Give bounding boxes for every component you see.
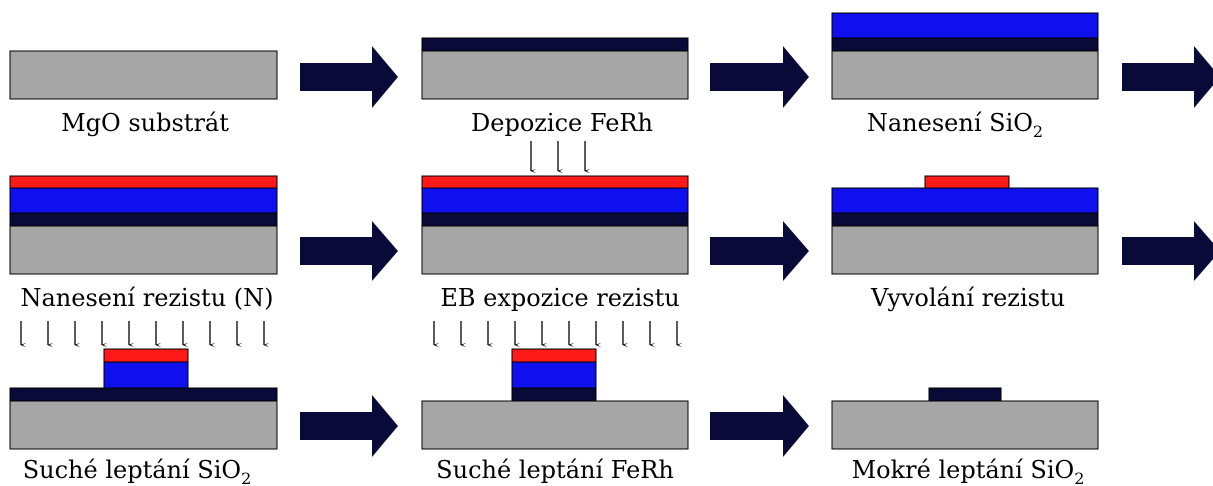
- process-arrows: [300, 46, 1213, 457]
- process-arrow-2-3: [710, 46, 809, 108]
- step-3-label: Nanesení SiO2: [867, 109, 1043, 141]
- resist-layer: [9, 175, 278, 189]
- subscript: 2: [241, 469, 251, 486]
- ferh-layer: [831, 37, 1099, 52]
- step-3-sio2-deposition: [831, 12, 1099, 100]
- etch-arrows-left: [20, 321, 270, 348]
- substrate-layer: [9, 400, 278, 450]
- ferh-pattern: [511, 387, 597, 402]
- substrate-layer: [421, 50, 689, 100]
- step-8-label: Suché leptání FeRh: [436, 456, 674, 484]
- step-4-resist-deposition: [9, 175, 278, 275]
- substrate-layer: [831, 225, 1099, 275]
- eb-exposure-arrows: [530, 141, 591, 174]
- process-arrow-3-4: [1122, 46, 1213, 108]
- step-5-eb-exposure: [421, 175, 689, 275]
- step-1-label: MgO substrát: [61, 109, 229, 137]
- ferh-pattern: [928, 387, 1002, 402]
- process-arrow-1-2: [300, 46, 398, 108]
- step-2-label: Depozice FeRh: [471, 109, 653, 137]
- resist-pattern: [511, 348, 597, 363]
- step-7-label: Suché leptání SiO2: [23, 456, 252, 486]
- ferh-layer: [421, 212, 689, 227]
- step-9-wet-etch-sio2: [831, 387, 1099, 450]
- substrate-layer: [831, 400, 1099, 450]
- step-2-ferh-deposition: [421, 37, 689, 100]
- ferh-layer: [9, 212, 278, 227]
- step-9-label: Mokré leptání SiO2: [852, 456, 1085, 486]
- step-6-label: Vyvolání rezistu: [870, 284, 1065, 312]
- resist-pattern: [103, 348, 189, 363]
- substrate-layer: [831, 50, 1099, 100]
- resist-pattern: [924, 175, 1010, 189]
- ferh-layer: [9, 387, 278, 402]
- step-7-dry-etch-sio2: [9, 348, 278, 450]
- process-arrow-5-6: [710, 221, 809, 281]
- sio2-layer: [421, 187, 689, 214]
- process-arrow-6-7: [1122, 221, 1213, 281]
- subscript: 2: [1033, 122, 1043, 141]
- substrate-layer: [9, 50, 278, 100]
- sio2-pattern: [511, 361, 597, 389]
- process-arrow-8-9: [710, 395, 809, 457]
- step-6-resist-development: [831, 175, 1099, 275]
- substrate-layer: [9, 225, 278, 275]
- resist-layer: [421, 175, 689, 189]
- substrate-layer: [421, 400, 689, 450]
- step-5-label: EB expozice rezistu: [440, 284, 679, 312]
- step-1-mgo-substrate: [9, 50, 278, 100]
- subscript: 2: [1074, 469, 1084, 486]
- sio2-layer: [831, 12, 1099, 39]
- process-arrow-7-8: [300, 395, 398, 457]
- ferh-layer: [831, 212, 1099, 227]
- sio2-layer: [831, 187, 1099, 214]
- process-arrow-4-5: [300, 221, 398, 281]
- etch-arrows-middle: [433, 321, 683, 348]
- step-4-label: Nanesení rezistu (N): [20, 284, 273, 312]
- sio2-layer: [9, 187, 278, 214]
- substrate-layer: [421, 225, 689, 275]
- sio2-pattern: [103, 361, 189, 389]
- step-8-dry-etch-ferh: [421, 348, 689, 450]
- ferh-layer: [421, 37, 689, 52]
